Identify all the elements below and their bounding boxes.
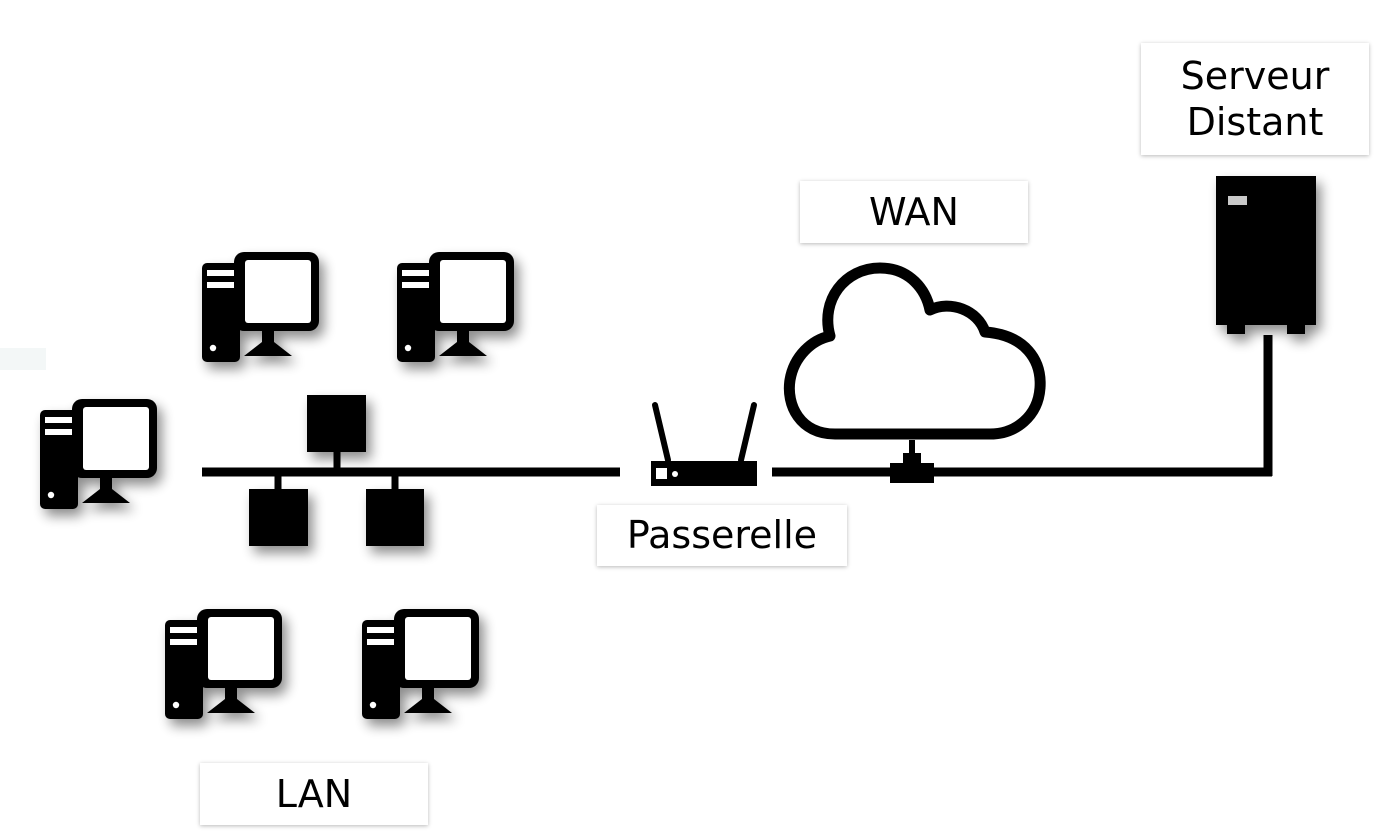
- wan-label: WAN: [800, 181, 1028, 243]
- cloud-icon: [783, 262, 1046, 440]
- lan-node-left: [249, 489, 308, 546]
- wifi-router-icon: [651, 402, 757, 486]
- gateway-label: Passerelle: [597, 505, 847, 566]
- lan-label: LAN: [200, 763, 428, 825]
- server-tower-icon: [1216, 176, 1316, 334]
- desktop-computer-icon: [40, 399, 157, 509]
- wan-label-text: WAN: [869, 189, 959, 234]
- lan-bus: [202, 450, 620, 492]
- desktop-computer-icon: [165, 609, 282, 719]
- desktop-computer-icon: [362, 609, 479, 719]
- desktop-computer-icon: [202, 252, 319, 362]
- lan-node-top: [307, 395, 366, 452]
- lan-label-text: LAN: [275, 771, 353, 816]
- server-label: Serveur Distant: [1141, 43, 1369, 155]
- server-label-text: Serveur Distant: [1180, 53, 1330, 144]
- desktop-computer-icon: [397, 252, 514, 362]
- lan-node-right: [366, 489, 424, 546]
- faint-background-mark: [0, 348, 46, 370]
- gateway-label-text: Passerelle: [626, 513, 818, 558]
- wan-link: [772, 335, 1273, 483]
